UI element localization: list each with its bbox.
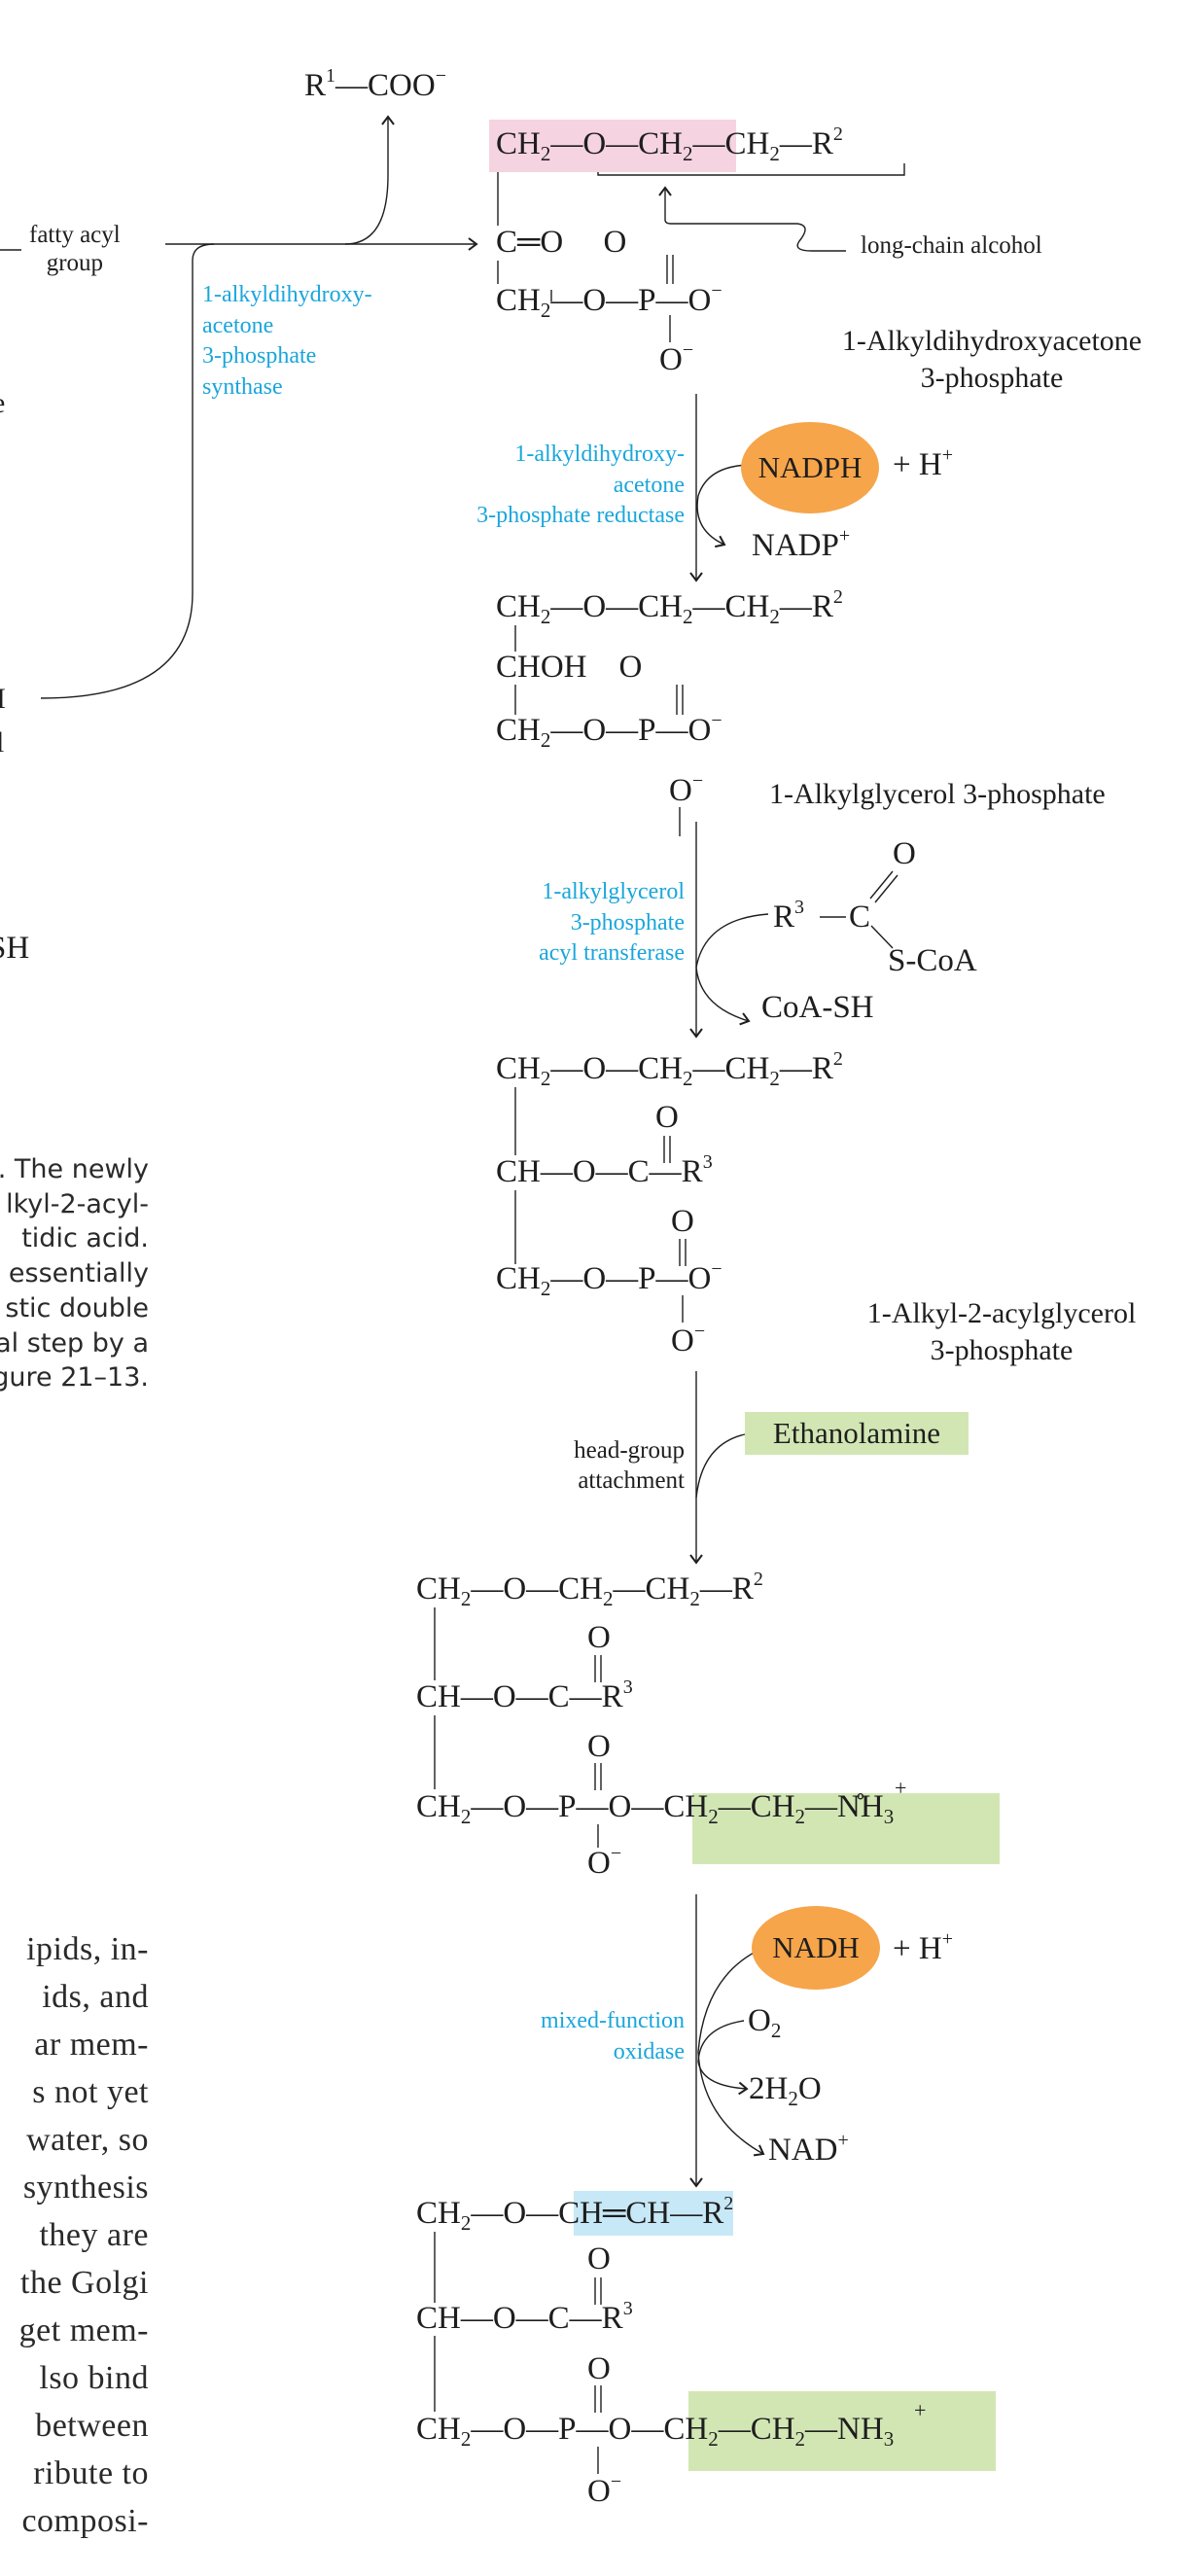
structure-2-row-1: CH2—O—CH2—CH2—R2 — [496, 586, 843, 628]
figure-caption: . The newly lkyl-2-acyl- tidic acid. ess… — [0, 1152, 149, 1395]
structure-4-row-1: CH2—O—CH2—CH2—R2 — [416, 1569, 763, 1610]
enzyme-synthase: 1-alkyldihydroxy- acetone 3-phosphate sy… — [202, 282, 372, 401]
body-line: they are — [39, 2217, 149, 2253]
structure-5-carbonyl-o: O — [587, 2241, 611, 2276]
coa-sh-released: CoA-SH — [761, 990, 874, 1025]
body-line: s not yet — [32, 2074, 149, 2110]
product-name-2: 1-Alkylglycerol 3-phosphate — [769, 778, 1106, 810]
structure-4-row-2: CH—O—C—R3 — [416, 1676, 633, 1714]
structure-1-row-1: CH2—O—CH2—CH2—R2 — [496, 124, 843, 165]
nadp-plus: NADP+ — [752, 525, 851, 563]
fatty-acid-byproduct: R1—COO− — [304, 65, 446, 103]
product-name-1: 1-Alkyldihydroxyacetone 3-phosphate — [841, 325, 1143, 394]
structure-2-phosphate-oxygen: O− — [669, 770, 704, 808]
structure-1-phosphate-oxygen: O− — [659, 339, 694, 377]
headgroup-highlight-2 — [688, 2391, 996, 2471]
caption-line: al step by a — [0, 1327, 149, 1359]
ethanolamine-substrate: Ethanolamine — [745, 1412, 969, 1455]
structure-5-row-3: CH2—O—P—O—CH2—CH2—NH3 — [416, 2412, 895, 2451]
structure-4-carbonyl-o: O — [587, 1620, 611, 1655]
structure-5-phosphoryl-o: O — [587, 2351, 611, 2386]
acyl-coa-carbon: C — [849, 900, 871, 935]
margin-fragment-bracket-2: l — [0, 726, 5, 759]
proton-1: + H+ — [893, 444, 953, 482]
structure-3-row-3: CH2—O—P—O− — [496, 1258, 722, 1300]
enzyme-reductase: 1-alkyldihydroxy- acetone 3-phosphate re… — [476, 441, 685, 529]
headgroup-highlight — [692, 1793, 1000, 1864]
acyl-coa-scoa: S-CoA — [888, 943, 977, 978]
body-line: between — [35, 2408, 149, 2444]
structure-3-carbonyl-o: O — [655, 1100, 679, 1135]
water-product: 2H2O — [749, 2071, 822, 2110]
structure-1-row-3: CH2—O—P—O− — [496, 280, 722, 322]
enzyme-acyl-transferase: 1-alkylglycerol 3-phosphate acyl transfe… — [539, 879, 685, 967]
margin-fragment-sh: SH — [0, 931, 30, 966]
caption-line: tidic acid. — [21, 1223, 149, 1254]
structure-1-row-2: C═O O — [496, 225, 627, 260]
structure-2-row-3: CH2—O—P—O− — [496, 710, 722, 752]
nadph-cofactor: NADPH — [741, 422, 879, 513]
structure-5-row-1: CH2—O—CH═CH—R2 — [416, 2193, 734, 2235]
structure-2-row-2: CHOH O — [496, 650, 643, 685]
structure-5-phosphate-oxygen: O− — [587, 2471, 622, 2509]
body-line: composi- — [21, 2503, 149, 2539]
nad-plus: NAD+ — [768, 2130, 849, 2168]
body-line: synthesis — [22, 2170, 149, 2205]
body-line: get mem- — [18, 2312, 149, 2348]
caption-line: . The newly — [0, 1154, 149, 1184]
acyl-coa-oxygen: O — [893, 836, 916, 871]
ammonium-charge: + — [895, 1776, 907, 1800]
body-line: ipids, in- — [26, 1931, 149, 1967]
oxygen-o2: O2 — [748, 2003, 782, 2042]
long-chain-alcohol-label: long-chain alcohol — [861, 232, 1042, 259]
fatty-acyl-group-label: fatty acyl group — [29, 222, 121, 276]
caption-line: lkyl-2-acyl- — [6, 1188, 149, 1219]
body-paragraph: ipids, in- ids, and ar mem- s not yet wa… — [19, 1925, 149, 2545]
structure-4-phosphate-oxygen: O− — [587, 1843, 622, 1881]
body-line: water, so — [26, 2122, 149, 2158]
body-line: lso bind — [39, 2360, 149, 2396]
caption-line: stic double — [5, 1292, 149, 1323]
proton-2: + H+ — [893, 1928, 953, 1966]
vinyl-ether-highlight — [574, 2191, 733, 2236]
caption-line: essentially — [8, 1258, 149, 1289]
structure-3-phosphate-oxygen: O− — [671, 1321, 706, 1359]
enzyme-mixed-function-oxidase: mixed-function oxidase — [541, 2008, 685, 2064]
structure-5-row-2: CH—O—C—R3 — [416, 2298, 633, 2336]
body-line: the Golgi — [20, 2265, 149, 2301]
margin-fragment-e: e — [0, 385, 5, 422]
ammonium-charge-2: + — [914, 2398, 927, 2422]
product-name-3: 1-Alkyl-2-acylglycerol 3-phosphate — [866, 1297, 1137, 1366]
structure-3-row-2: CH—O—C—R3 — [496, 1151, 713, 1189]
ether-bond-highlight-box — [489, 120, 736, 172]
nadh-cofactor: NADH — [752, 1906, 880, 1990]
margin-fragment-bracket-1: I — [0, 683, 6, 715]
body-line: ar mem- — [34, 2027, 149, 2063]
structure-4-phosphoryl-o: O — [587, 1729, 611, 1764]
structure-3-row-1: CH2—O—CH2—CH2—R2 — [496, 1048, 843, 1090]
body-line: ribute to — [33, 2455, 149, 2491]
caption-line: gure 21–13. — [0, 1362, 149, 1394]
body-line: ids, and — [42, 1979, 149, 2015]
structure-4-row-3: CH2—O—P—O—CH2—CH2—N̊H3 — [416, 1789, 895, 1828]
structure-3-phosphoryl-o: O — [671, 1204, 694, 1239]
acyl-coa-r3: R3 — [773, 897, 805, 935]
head-group-attachment-label: head-group attachment — [574, 1437, 685, 1495]
